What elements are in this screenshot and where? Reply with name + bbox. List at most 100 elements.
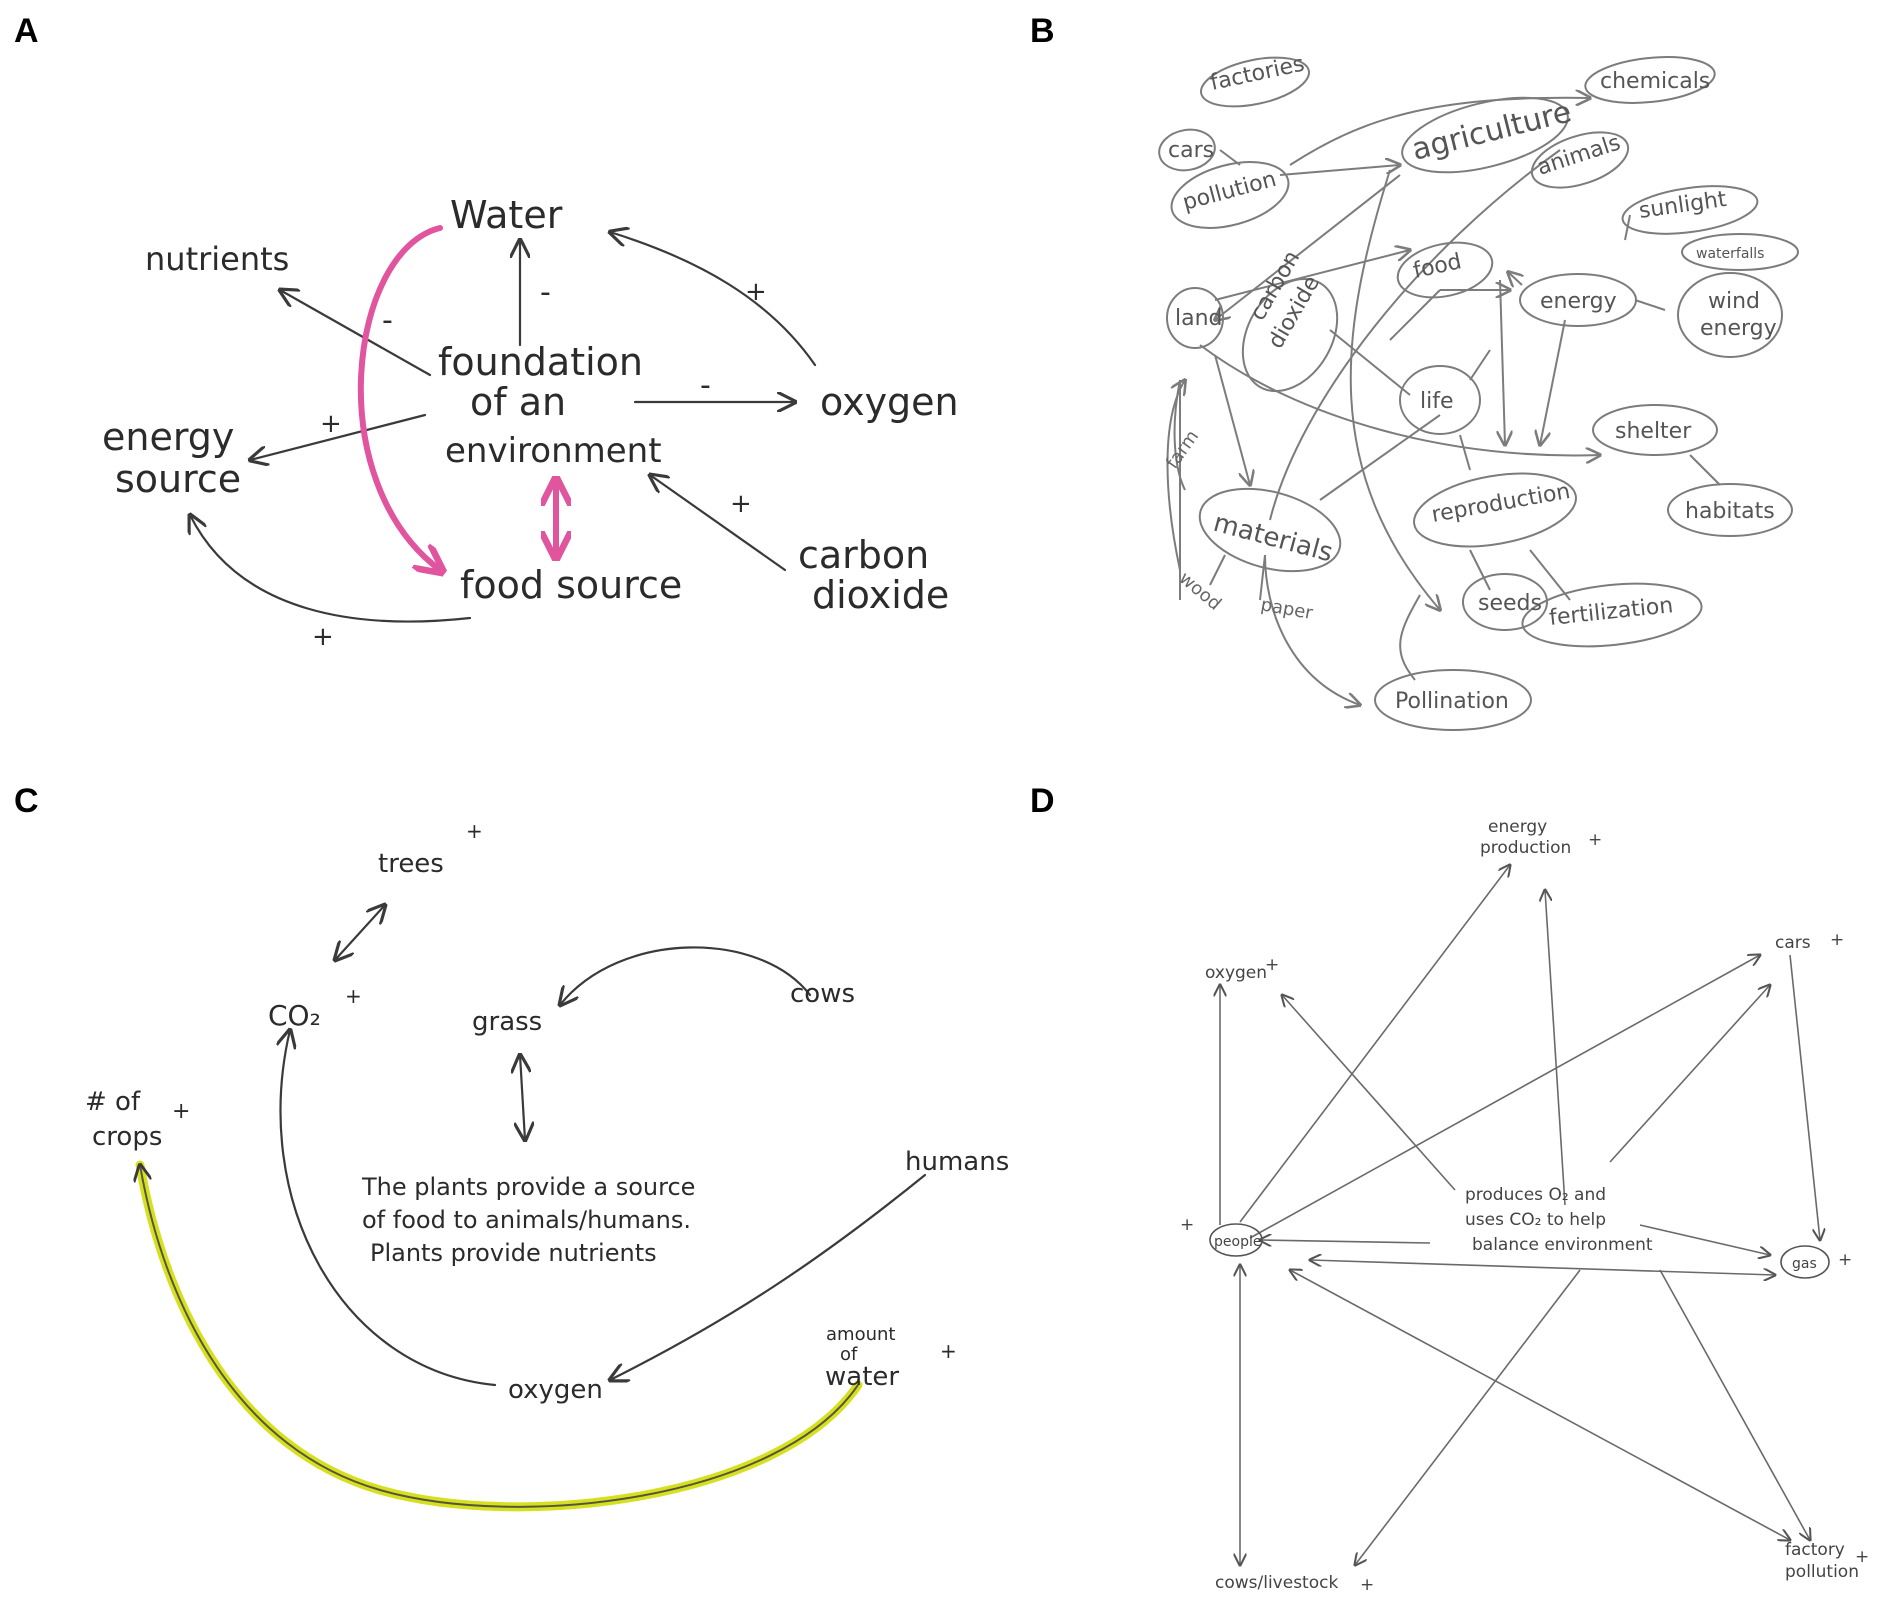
edge-center-people bbox=[1260, 1240, 1431, 1243]
node-factory-line2: pollution bbox=[1785, 1562, 1859, 1582]
oval-land bbox=[1166, 287, 1224, 349]
edge-people-energy bbox=[1239, 865, 1510, 1223]
oval-gas bbox=[1780, 1245, 1830, 1279]
edge-b-24 bbox=[1689, 454, 1721, 486]
edge-b-19 bbox=[1319, 414, 1441, 501]
node-habitats: habitats bbox=[1685, 499, 1775, 524]
edge-center-factory bbox=[1659, 1269, 1810, 1540]
node-chemicals: chemicals bbox=[1600, 69, 1710, 94]
node-pollination: Pollination bbox=[1395, 689, 1509, 714]
node-water-line3: water bbox=[825, 1362, 899, 1392]
sign-energy: + bbox=[320, 409, 342, 439]
node-oxygen: oxygen bbox=[1205, 963, 1267, 983]
node-waterfalls: waterfalls bbox=[1696, 246, 1764, 262]
edge-b-4 bbox=[1215, 174, 1401, 320]
node-water-line2: of bbox=[840, 1344, 858, 1365]
edge-b-17 bbox=[1199, 344, 1600, 455]
edge-water-crops bbox=[140, 1165, 859, 1508]
oval-pollination bbox=[1374, 669, 1532, 731]
edge-center-cars bbox=[1609, 985, 1770, 1163]
oval-shelter bbox=[1592, 404, 1718, 456]
sign-people: + bbox=[1180, 1215, 1194, 1235]
node-oxygen: oxygen bbox=[820, 380, 959, 424]
edge-b-21 bbox=[1399, 594, 1421, 681]
oval-energy bbox=[1519, 273, 1637, 327]
node-people: people bbox=[1214, 1234, 1261, 1250]
edge-b-10 bbox=[1508, 272, 1522, 285]
edge-co2-trees bbox=[335, 905, 385, 960]
oval-agriculture bbox=[1401, 96, 1569, 174]
node-energy-line1: energy bbox=[102, 415, 234, 459]
node-land: land bbox=[1175, 306, 1223, 331]
edge-humans-oxygen bbox=[610, 1173, 927, 1380]
node-energy-line2: production bbox=[1480, 838, 1571, 858]
oval-food bbox=[1396, 241, 1494, 299]
label-paper: paper bbox=[1259, 594, 1315, 624]
panel-d-diagram: energy production + oxygen + cars + peop… bbox=[1180, 817, 1869, 1595]
node-food-source: food source bbox=[460, 563, 682, 607]
panel-label-c: C bbox=[14, 782, 39, 820]
sign-crops: + bbox=[172, 1099, 190, 1124]
sign-trees: + bbox=[466, 819, 483, 843]
node-crops-line1: # of bbox=[85, 1087, 141, 1117]
edge-cows-grass bbox=[560, 946, 812, 1005]
note-line1: The plants provide a source bbox=[361, 1173, 695, 1201]
edge-b-7 bbox=[1269, 149, 1561, 521]
edge-b-27 bbox=[1166, 380, 1186, 571]
panel-label-b: B bbox=[1030, 12, 1055, 50]
node-carbon-line2: dioxide bbox=[812, 573, 949, 617]
oval-chemicals bbox=[1584, 56, 1716, 104]
node-humans: humans bbox=[905, 1147, 1009, 1177]
node-sunlight: sunlight bbox=[1637, 187, 1728, 224]
node-energy-line2: source bbox=[115, 457, 241, 501]
node-seeds: seeds bbox=[1478, 591, 1542, 616]
node-food: food bbox=[1411, 249, 1464, 284]
edge-water-food-highlight bbox=[357, 225, 440, 570]
node-gas: gas bbox=[1792, 1256, 1817, 1272]
edge-b-14 bbox=[1540, 319, 1566, 445]
edge-b-20 bbox=[1459, 434, 1471, 471]
center-line1: produces O₂ and bbox=[1465, 1185, 1606, 1205]
oval-people bbox=[1209, 1223, 1263, 1257]
sign-carbon: + bbox=[730, 489, 752, 519]
edge-b-2 bbox=[1279, 165, 1400, 176]
panel-b-diagram: factories cars pollution agriculture che… bbox=[1158, 52, 1799, 731]
edge-b-18 bbox=[1214, 354, 1250, 485]
edge-b-23 bbox=[1529, 549, 1571, 601]
oval-carbon-dioxide bbox=[1241, 277, 1339, 393]
edge-b-11 bbox=[1634, 299, 1666, 311]
sign-pink: - bbox=[382, 303, 393, 338]
edge-b-16 bbox=[1329, 329, 1411, 396]
edge-b-13 bbox=[1500, 279, 1505, 445]
edge-b-6 bbox=[1349, 169, 1440, 610]
sign-cars: + bbox=[1830, 930, 1844, 950]
edge-b-15 bbox=[1469, 349, 1491, 381]
edge-people-gas bbox=[1310, 1260, 1775, 1275]
node-cows-livestock: cows/livestock bbox=[1215, 1573, 1338, 1593]
node-wind-line1: wind bbox=[1708, 289, 1760, 314]
node-carbon-line1: carbon bbox=[798, 533, 929, 577]
oval-pollution bbox=[1170, 161, 1290, 229]
sign-oxygen-link: - bbox=[700, 368, 711, 403]
node-materials: materials bbox=[1210, 508, 1336, 569]
panel-label-d: D bbox=[1030, 782, 1055, 820]
sign-water: + bbox=[940, 1339, 957, 1363]
node-water: Water bbox=[450, 193, 563, 237]
edge-b-5 bbox=[1214, 250, 1410, 301]
sign-co2: + bbox=[345, 984, 362, 1008]
node-trees: trees bbox=[378, 849, 444, 879]
oval-wind-energy bbox=[1677, 272, 1783, 358]
node-co2: CO₂ bbox=[268, 999, 321, 1032]
note-line2: of food to animals/humans. bbox=[362, 1206, 691, 1234]
node-foundation-line2: of an bbox=[470, 380, 566, 424]
sign-cows: + bbox=[1360, 1575, 1374, 1595]
oval-cars bbox=[1158, 128, 1216, 172]
edge-b-29 bbox=[1209, 554, 1226, 586]
panel-c-diagram: trees + CO₂ + grass cows # of crops + hu… bbox=[85, 819, 1009, 1512]
node-foundation-line3: environment bbox=[445, 431, 662, 471]
oval-waterfalls bbox=[1681, 233, 1799, 271]
oval-sunlight bbox=[1621, 185, 1759, 235]
edge-oxygen-co2 bbox=[281, 1030, 497, 1387]
node-cows: cows bbox=[790, 979, 855, 1009]
node-factory-line1: factory bbox=[1785, 1540, 1845, 1560]
